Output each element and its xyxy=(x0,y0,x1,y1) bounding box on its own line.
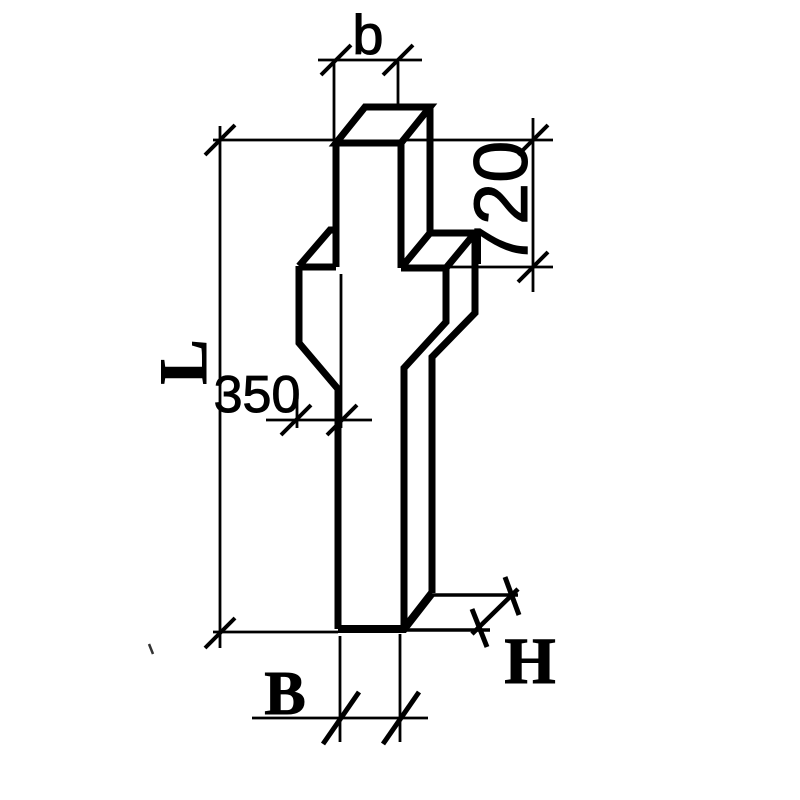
dimension-b: b xyxy=(318,3,422,141)
dimension-B: B xyxy=(252,634,428,746)
tick-mark xyxy=(516,250,550,284)
corbel-right-back-edge-and-chamfer xyxy=(428,233,479,593)
dimension-H: H xyxy=(404,576,556,699)
shaft-top-face xyxy=(328,103,438,147)
corbel-top-left-depth-edge xyxy=(296,226,336,269)
dimension-720-label: 720 xyxy=(459,141,544,268)
base-bottom-edges xyxy=(338,590,436,633)
dimension-b-label: b xyxy=(352,3,383,66)
tick-mark xyxy=(516,123,550,157)
dimension-B-label: B xyxy=(264,660,305,728)
tick-mark xyxy=(203,616,237,650)
dimension-720: 720 xyxy=(402,118,553,292)
tick-mark xyxy=(319,43,353,77)
tick-mark xyxy=(381,43,415,77)
tick-mark xyxy=(279,403,313,437)
dimension-H-label: H xyxy=(504,625,555,698)
tick-mark xyxy=(325,403,359,437)
dimension-350: 350 xyxy=(213,274,372,437)
corbel-top-right-depth-edge xyxy=(443,230,478,271)
tick-mark xyxy=(320,690,362,746)
pile-outline xyxy=(295,103,479,633)
corbel-right-front-edge-and-chamfer xyxy=(400,268,450,629)
tick-mark xyxy=(203,123,237,157)
tick-mark xyxy=(380,690,422,746)
dimension-L-label: L xyxy=(145,339,221,384)
stray-mark xyxy=(147,643,155,655)
dimension-350-label: 350 xyxy=(214,366,301,424)
tick-mark xyxy=(469,608,490,648)
corbel-left-edge-and-chamfer xyxy=(295,266,342,629)
corbel-top-shaft-diagonal xyxy=(398,229,475,271)
tick-mark xyxy=(502,576,522,616)
dimension-L: L xyxy=(145,123,338,650)
